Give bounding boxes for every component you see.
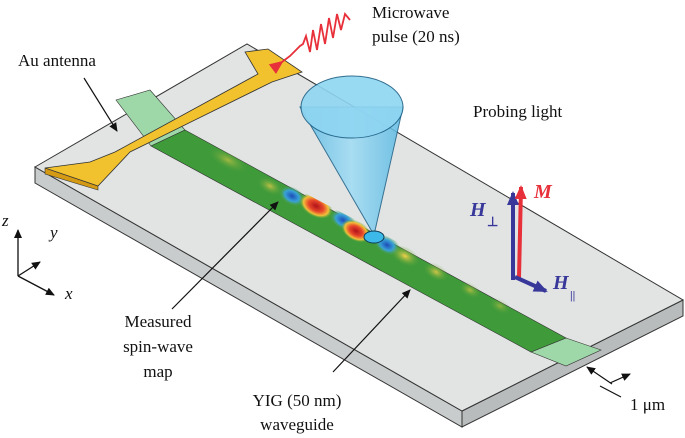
width-arrow-left [586, 366, 613, 385]
h-par-subscript: || [570, 288, 575, 302]
cone-top [300, 75, 404, 139]
microwave-pulse [268, 12, 351, 74]
width-extension [599, 385, 622, 398]
probe-spot [363, 230, 385, 244]
spin-wave-spot [390, 245, 420, 267]
y-axis [17, 261, 41, 277]
axis-label-x: x [64, 284, 73, 303]
width-arrow-right [609, 373, 631, 384]
microwave-waveform [268, 12, 351, 74]
antenna-leader [83, 77, 118, 132]
axis-label-y: y [48, 223, 58, 242]
microwave-label-line2: pulse (20 ns) [372, 27, 460, 46]
spin-wave-spot [488, 297, 512, 315]
h-perp-subscript: ⊥ [487, 214, 498, 229]
measured-label-line2: spin-wave [123, 337, 193, 356]
spin-wave-spot [423, 262, 449, 282]
spin-wave-spot [341, 219, 371, 243]
antenna-label: Au antenna [18, 51, 96, 70]
leader-lines [83, 77, 631, 398]
field-vectors [507, 185, 548, 293]
probing-light-label: Probing light [473, 102, 563, 121]
yig-label-line1: YIG (50 nm) [253, 391, 342, 410]
probing-light-cone [299, 75, 404, 244]
h-perp-label: H [469, 199, 487, 221]
x-axis [17, 275, 55, 296]
spin-wave-spot [208, 146, 248, 174]
spin-wave-spot [257, 176, 283, 196]
width-label: 1 μm [630, 395, 665, 414]
measured-label-line3: map [143, 362, 172, 381]
measured-label-line1: Measured [124, 312, 192, 331]
m-arrow [514, 185, 527, 279]
spin-wave-spot [458, 281, 482, 299]
map-leader [171, 201, 279, 310]
h-par-arrow [514, 275, 548, 293]
axis-label-z: z [1, 211, 9, 230]
spin-wave-spot [278, 185, 306, 207]
h-par-label: H [552, 272, 570, 294]
microwave-label-line1: Microwave [372, 3, 449, 22]
yig-leader [332, 289, 411, 373]
coordinate-axes [14, 229, 55, 296]
yig-label-line2: waveguide [260, 415, 334, 434]
m-vector-label: M [533, 181, 553, 203]
